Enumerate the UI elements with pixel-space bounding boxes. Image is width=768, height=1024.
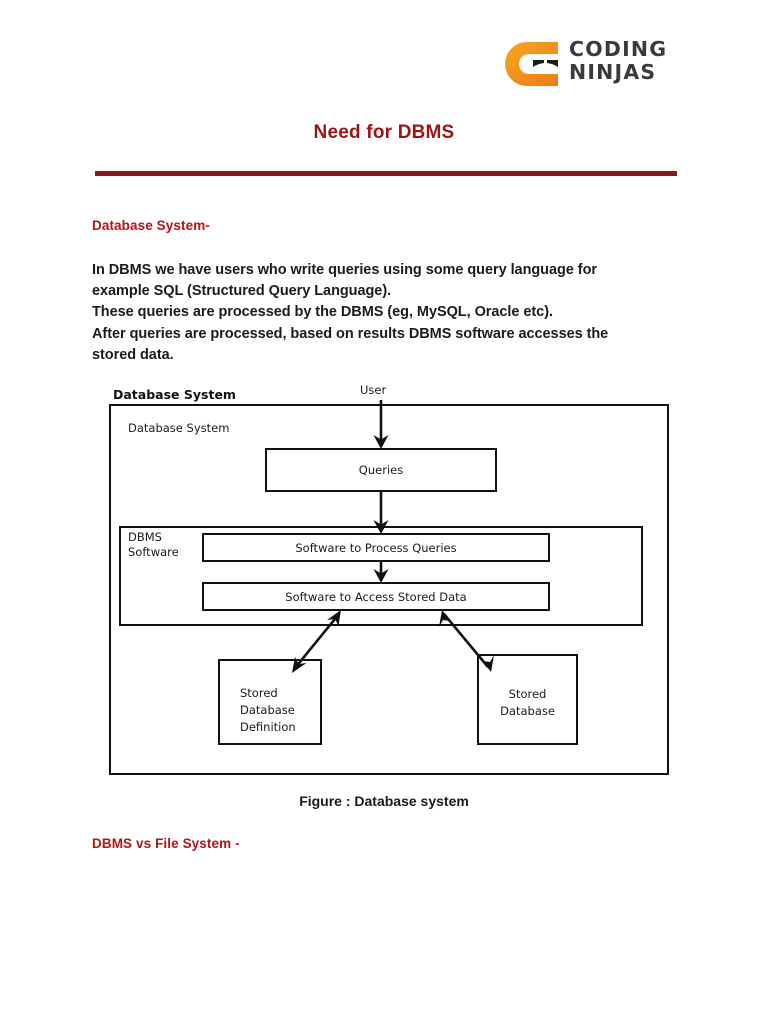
logo-line-coding: CODING xyxy=(569,37,668,61)
dbms-label-line-1: DBMS xyxy=(128,530,162,544)
diagram-node-access-stored-data-label: Software to Access Stored Data xyxy=(285,589,467,604)
section-heading-database-system: Database System- xyxy=(92,218,210,233)
stored-database-line-1: Stored xyxy=(508,687,547,701)
dbms-label-line-2: Software xyxy=(128,545,179,559)
diagram-node-queries-label: Queries xyxy=(358,463,404,477)
logo-line-ninjas: NINJAS xyxy=(569,60,657,84)
stored-definition-line-1: Stored xyxy=(240,686,278,700)
coding-ninjas-logo: CODING NINJAS xyxy=(503,36,693,92)
stored-definition-line-2: Database xyxy=(240,703,295,717)
title-divider xyxy=(95,171,677,176)
diagram-node-stored-database-definition: Stored Database Definition xyxy=(218,659,322,745)
diagram-node-access-stored-data: Software to Access Stored Data xyxy=(202,582,550,611)
paragraph-line-1: In DBMS we have users who write queries … xyxy=(92,262,597,278)
diagram-node-queries: Queries xyxy=(265,448,497,492)
database-system-diagram: Database System User Database System Que… xyxy=(92,378,672,818)
diagram-title: Database System xyxy=(113,387,236,402)
diagram-inner-label: Database System xyxy=(128,421,230,435)
coding-ninjas-c-mark-icon xyxy=(503,40,561,88)
diagram-user-label: User xyxy=(360,383,387,397)
diagram-node-stored-database: Stored Database xyxy=(477,654,578,745)
diagram-node-process-queries-label: Software to Process Queries xyxy=(295,540,457,555)
stored-definition-line-3: Definition xyxy=(240,720,296,734)
paragraph-line-5: stored data. xyxy=(92,346,174,363)
paragraph-line-4: After queries are processed, based on re… xyxy=(92,325,609,342)
figure-caption: Figure : Database system xyxy=(299,793,469,809)
diagram-dbms-software-label: DBMS Software xyxy=(128,530,179,560)
coding-ninjas-wordmark: CODING NINJAS xyxy=(569,38,695,84)
paragraph-line-2: example SQL (Structured Query Language). xyxy=(92,283,392,300)
body-paragraph: In DBMS we have users who write queries … xyxy=(92,260,652,366)
page-title: Need for DBMS xyxy=(313,122,455,143)
diagram-outer-boundary xyxy=(109,404,669,775)
diagram-node-process-queries: Software to Process Queries xyxy=(202,533,550,562)
section-heading-dbms-vs-file-system: DBMS vs File System - xyxy=(92,836,240,851)
paragraph-line-3: These queries are processed by the DBMS … xyxy=(92,304,553,321)
stored-database-line-2: Database xyxy=(500,704,555,718)
